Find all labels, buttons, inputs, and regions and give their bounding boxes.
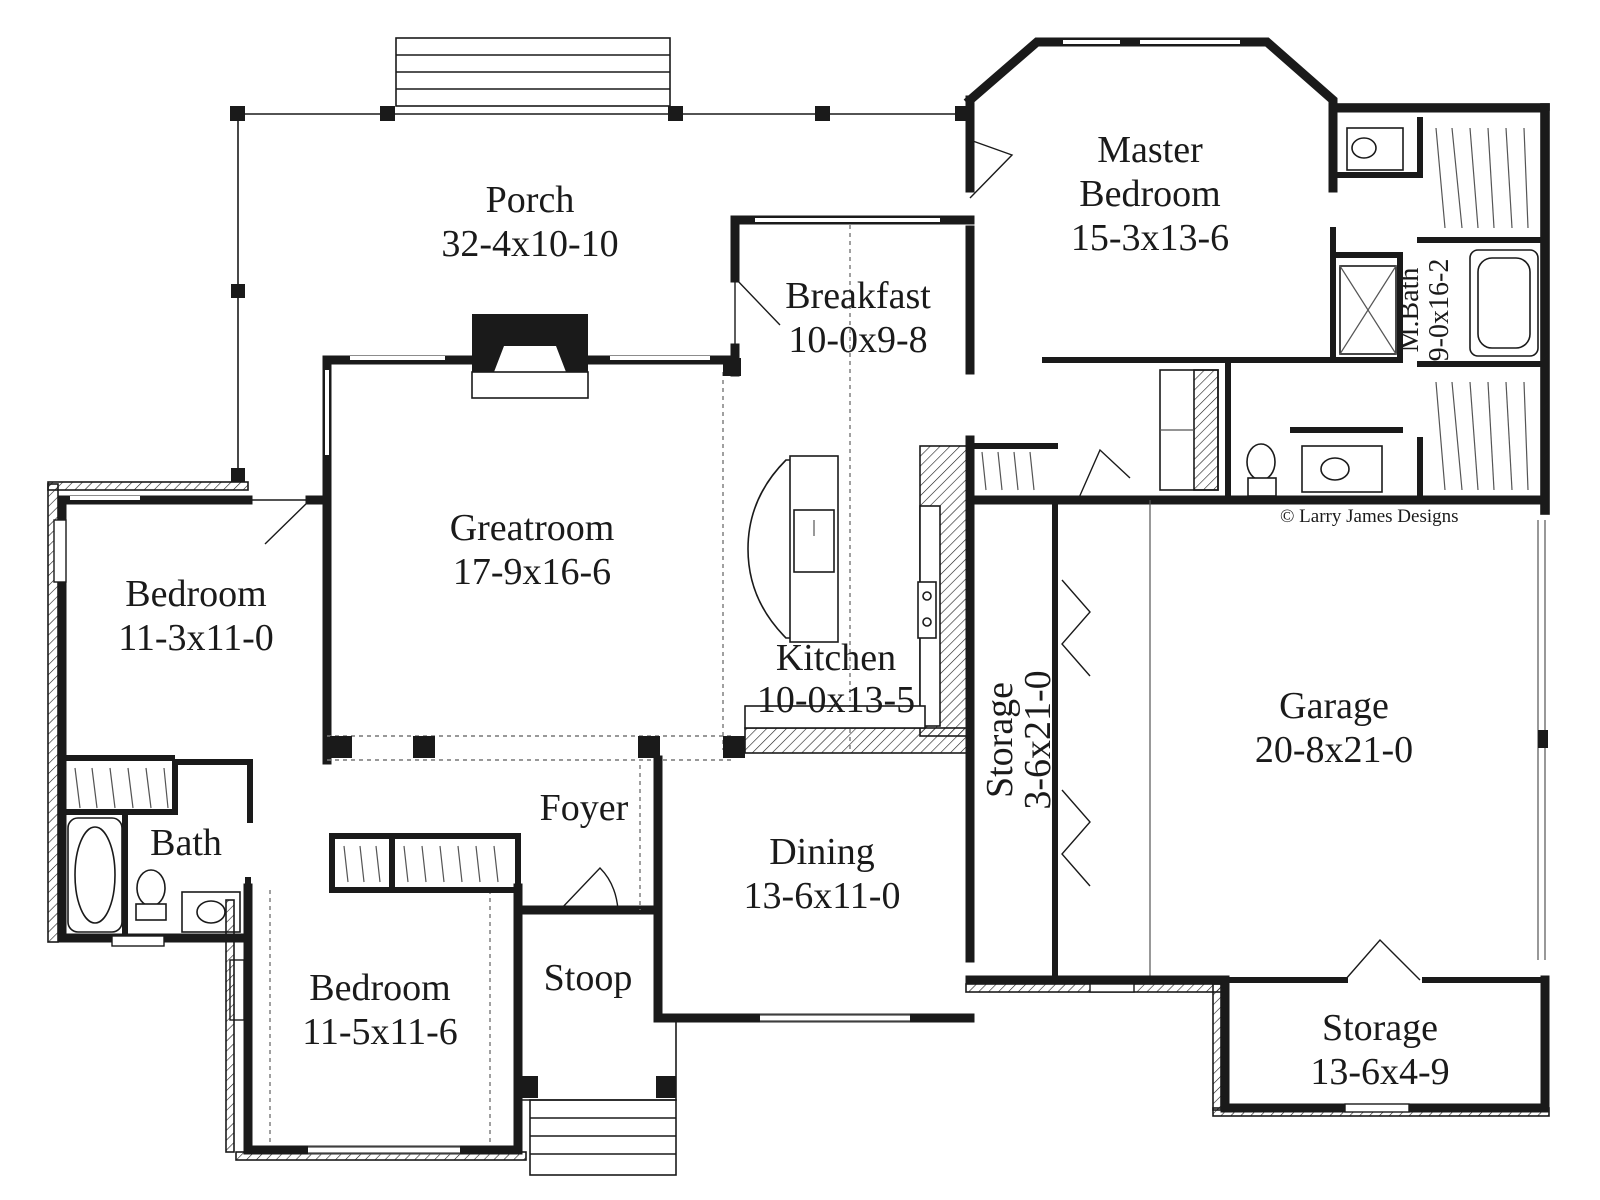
master-bath [1159, 103, 1550, 515]
foyer-dining-walls [513, 755, 975, 1176]
garage-dims: 20-8x21-0 [1255, 729, 1413, 771]
bedroom-left-dims: 11-3x11-0 [118, 617, 274, 659]
kitchen-label: Kitchen [776, 637, 896, 679]
kitchen-walls [722, 215, 975, 963]
porch-dims: 32-4x10-10 [441, 223, 618, 265]
storage-rear-label: Storage [1322, 1007, 1438, 1049]
front-bedroom-walls [225, 833, 527, 1161]
greatroom-label: Greatroom [450, 507, 615, 549]
storage-side-dims: 3-6x21-0 [1017, 670, 1059, 809]
dining-dims: 13-6x11-0 [744, 875, 901, 917]
porch-label: Porch [486, 179, 575, 221]
copyright-notice: © Larry James Designs [1280, 506, 1459, 527]
bath-label: Bath [150, 822, 222, 864]
master-bedroom-label-line1: Master [1097, 129, 1203, 171]
breakfast-dims: 10-0x9-8 [788, 319, 927, 361]
mbath-label: M.Bath [1394, 268, 1425, 353]
master-bedroom-walls [963, 37, 1403, 375]
greatroom-walls [322, 314, 745, 765]
master-bedroom-dims: 15-3x13-6 [1071, 217, 1229, 259]
garage-walls [965, 443, 1550, 1117]
bedroom-left-label: Bedroom [125, 573, 266, 615]
foyer-label: Foyer [540, 787, 629, 829]
bedroom-front-dims: 11-5x11-6 [302, 1011, 458, 1053]
left-bedroom-walls [47, 481, 332, 948]
kitchen-dims: 10-0x13-5 [757, 679, 915, 721]
bedroom-front-label: Bedroom [309, 967, 450, 1009]
storage-side-label: Storage [979, 682, 1021, 798]
greatroom-dims: 17-9x16-6 [453, 551, 611, 593]
stoop-label: Stoop [544, 957, 633, 999]
dining-label: Dining [769, 831, 875, 873]
breakfast-label: Breakfast [785, 275, 931, 317]
room-labels: Porch 32-4x10-10 Master Bedroom 15-3x13-… [118, 129, 1458, 1093]
storage-rear-dims: 13-6x4-9 [1310, 1051, 1449, 1093]
mbath-dims: 9-0x16-2 [1424, 259, 1455, 362]
garage-label: Garage [1279, 685, 1389, 727]
master-bedroom-label-line2: Bedroom [1079, 173, 1220, 215]
